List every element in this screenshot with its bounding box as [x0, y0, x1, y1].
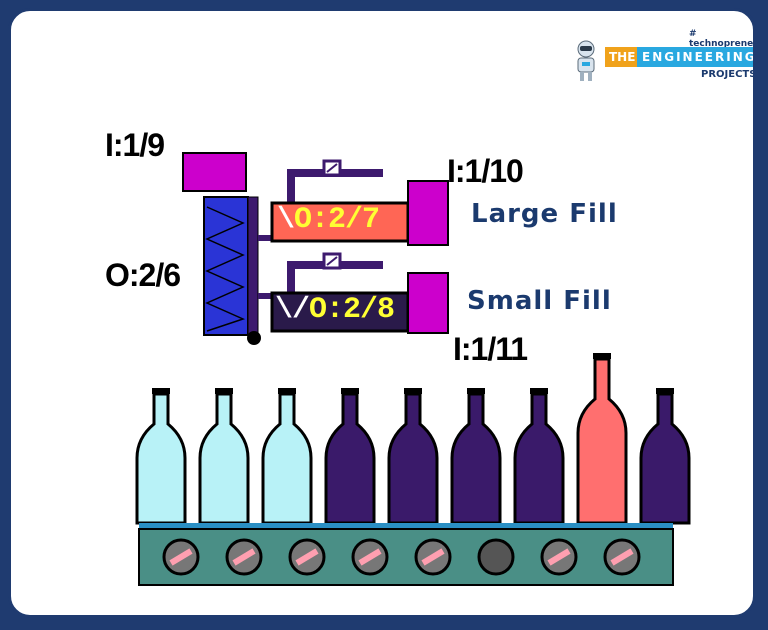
motor-pivot [247, 331, 261, 345]
bottle-cap [656, 388, 674, 394]
conveyor-rollers [162, 538, 641, 576]
logo-tagline: # technopreneur [689, 29, 754, 49]
roller-stripe [169, 548, 193, 566]
bottle-empty [135, 392, 187, 525]
bottle-filled [387, 392, 439, 525]
sensor-i110 [407, 180, 449, 246]
label-input-small: I:1/11 [453, 331, 528, 367]
diagram-frame: # technopreneur THE ENGINEERING PROJECTS [8, 8, 756, 618]
label-large-fill: Large Fill [471, 199, 618, 229]
label-input-large: I:1/10 [447, 153, 524, 189]
filling-station-diagram [135, 152, 691, 586]
motor-o26 [203, 196, 249, 336]
roller [477, 538, 515, 576]
conveyor-belt [138, 528, 674, 586]
pipe-large-riser [287, 169, 295, 205]
label-input-top: I:1/9 [105, 127, 165, 163]
motor-coil [205, 206, 246, 332]
bottle-empty [198, 392, 250, 525]
conveyor-top-rail [139, 523, 673, 529]
bottle-cap [215, 388, 233, 394]
bottle-cap [152, 388, 170, 394]
pipe-small-riser [287, 261, 295, 295]
pipe-small-connector [258, 293, 276, 299]
sensor-i19 [182, 152, 247, 192]
valve-small-o28 [270, 291, 410, 333]
roller-stripe [421, 548, 445, 566]
roller-stripe [295, 548, 319, 566]
bottle-cap [278, 388, 296, 394]
label-small-fill: Small Fill [467, 286, 612, 316]
valve-small-label: \/O:2/8 [275, 293, 395, 327]
label-output-motor: O:2/6 [105, 257, 181, 293]
motor-shaft [247, 196, 259, 336]
bottle-cap [530, 388, 548, 394]
robot-icon [577, 40, 595, 81]
bottle-filled [639, 392, 691, 525]
logo-the: THE [605, 47, 640, 67]
bottle-cap [593, 353, 611, 359]
roller-stripe [547, 548, 571, 566]
roller-stripe [358, 548, 382, 566]
sensor-i111 [407, 272, 449, 334]
bottle-filled [513, 392, 565, 525]
logo: # technopreneur THE ENGINEERING PROJECTS [571, 29, 756, 89]
bottle-filled [324, 392, 376, 525]
roller-stripe [610, 548, 634, 566]
roller-stripe [232, 548, 256, 566]
logo-projects: PROJECTS [701, 69, 756, 80]
logo-engineering: ENGINEERING [637, 47, 753, 67]
bottle-cap [467, 388, 485, 394]
bottle-selected [576, 357, 628, 525]
bottle-row [135, 353, 691, 525]
bottle-cap [341, 388, 359, 394]
bottle-filled [450, 392, 502, 525]
bottle-cap [404, 388, 422, 394]
valve-large-label: \O:2/7 [277, 203, 380, 237]
valve-large-o27 [270, 201, 410, 243]
pipe-large-connector [258, 235, 276, 241]
bottle-empty [261, 392, 313, 525]
